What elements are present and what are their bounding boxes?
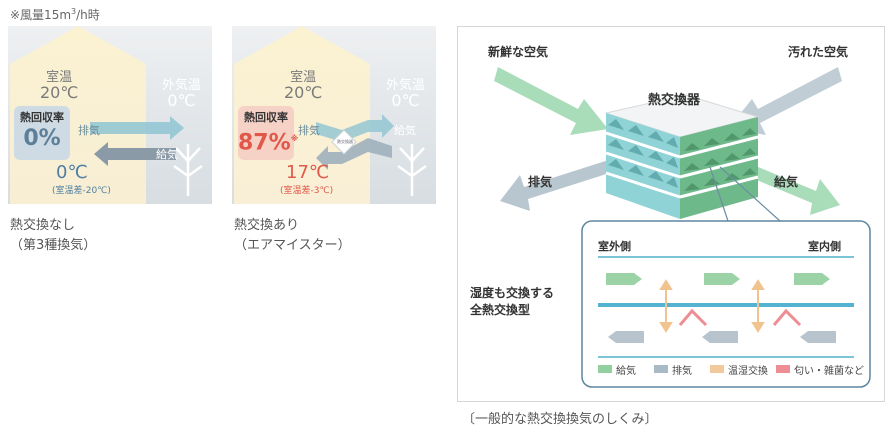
fresh-air-arrow xyxy=(494,67,608,135)
outdoor-side-label: 室外側 xyxy=(598,240,631,253)
supply-arrow xyxy=(316,138,392,170)
tree-icon xyxy=(397,144,427,196)
room-temp: 室温 20℃ xyxy=(284,70,323,102)
supply-label: 給気 xyxy=(394,124,416,137)
legend-exhaust: 排気 xyxy=(672,366,692,377)
fresh-air-label: 新鮮な空気 xyxy=(488,45,549,59)
temp-difference: (室温差-3℃) xyxy=(280,186,334,196)
exhaust-label: 排気 xyxy=(298,124,320,137)
supply-temp: 17℃ xyxy=(286,162,330,183)
legend-swatch-exhaust xyxy=(654,365,668,373)
heat-exchange-diagram: 新鮮な空気 汚れた空気 熱交換器 排気 給気 室外側 室内側 湿度も交換する 全… xyxy=(457,26,885,402)
exhaust-arrow xyxy=(90,116,184,140)
exchanger-label: 熱交換器 xyxy=(648,93,701,108)
legend-swatch-odor xyxy=(776,365,790,373)
diagram-graphics xyxy=(494,67,871,388)
exchanger-cube xyxy=(605,113,759,219)
exhaust-arrow xyxy=(316,114,394,142)
odor-arrows xyxy=(678,308,802,327)
legend-swatch-humidity xyxy=(710,365,724,373)
panel-heat-exchange: 室温 20℃ 外気温 0℃ 熱回収率 87%※ 排気 給気 熱交換器 17℃ (… xyxy=(232,26,436,204)
caption-with-exchange: 熱交換あり （エアマイスター） xyxy=(234,218,351,253)
airflow-note: ※風量15m3/h時 xyxy=(10,7,100,22)
dirty-air-label: 汚れた空気 xyxy=(788,45,849,59)
supply-label: 給気 xyxy=(774,175,799,189)
exchanger-icon xyxy=(331,129,357,155)
outside-temp: 外気温 0℃ xyxy=(162,78,202,110)
panel-no-heat-exchange: 室温 20℃ 外気温 0℃ 熱回収率 0% 排気 給気 0℃ (室温差-20℃) xyxy=(8,26,212,204)
indoor-side-label: 室内側 xyxy=(808,240,841,253)
outside-temp: 外気温 0℃ xyxy=(386,78,426,110)
heat-recovery-badge: 熱回収率 0% xyxy=(14,106,70,160)
exchange-type-label: 湿度も交換する 全熱交換型 xyxy=(470,286,555,317)
supply-label: 給気 xyxy=(156,148,178,161)
supply-flow-arrows xyxy=(606,273,830,285)
heat-recovery-badge: 熱回収率 87%※ xyxy=(238,106,298,160)
supply-temp: 0℃ xyxy=(56,162,88,183)
supply-arrow xyxy=(94,142,176,166)
room-temp: 室温 20℃ xyxy=(40,70,79,102)
exhaust-flow-arrows xyxy=(608,331,836,343)
temp-difference: (室温差-20℃) xyxy=(52,186,111,196)
legend-humidity: 温湿交換 xyxy=(728,366,768,377)
exhaust-label: 排気 xyxy=(78,124,100,137)
legend-odor: 匂い・雑菌など xyxy=(794,366,864,377)
legend-supply: 給気 xyxy=(616,366,636,377)
exhaust-arrow xyxy=(500,157,622,211)
caption-no-exchange: 熱交換なし （第3種換気） xyxy=(10,218,97,253)
tree-icon xyxy=(173,144,203,196)
legend-swatch-supply xyxy=(598,365,612,373)
diagram-caption: 〔一般的な熱交換換気のしくみ〕 xyxy=(462,412,658,427)
humidity-exchange-arrows xyxy=(659,279,765,333)
exhaust-label: 排気 xyxy=(528,175,553,189)
exchanger-label: 熱交換器 xyxy=(337,139,353,144)
